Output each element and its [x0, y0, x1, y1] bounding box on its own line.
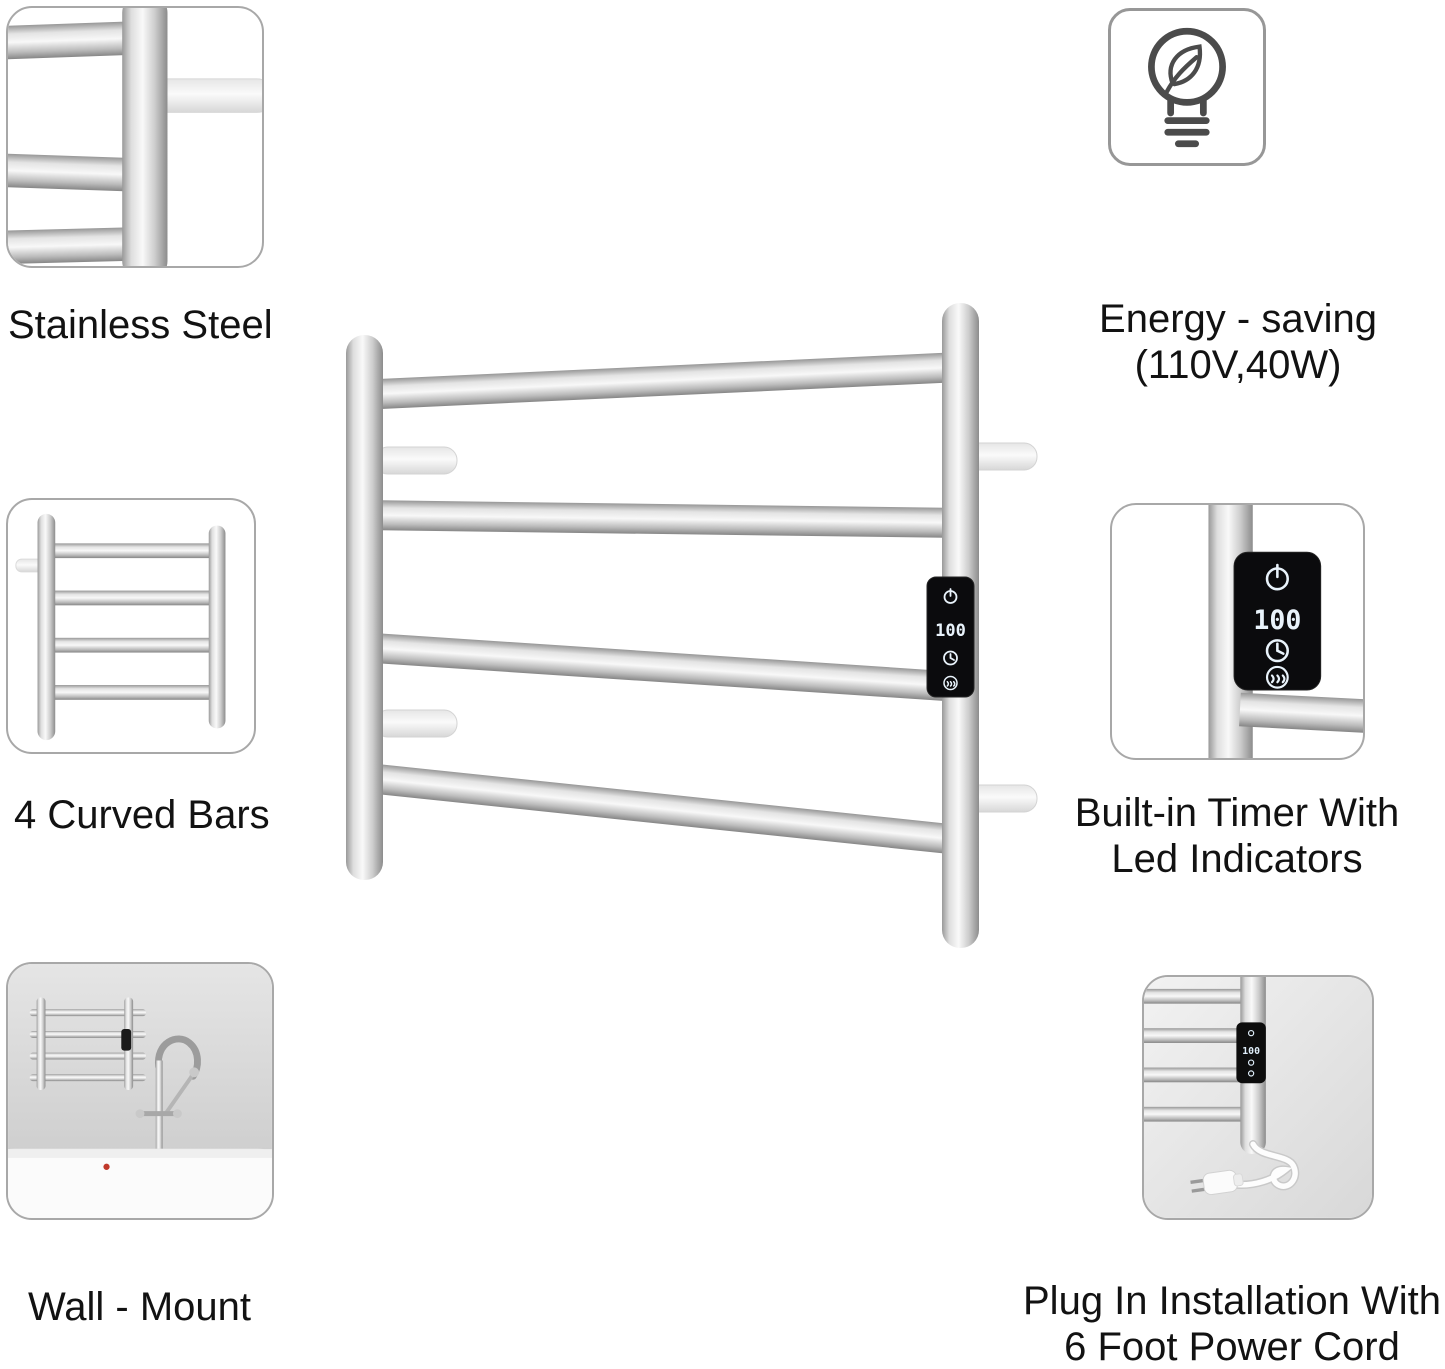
- mini-rack: [15, 513, 226, 741]
- caption-stainless: Stainless Steel: [8, 303, 273, 347]
- steel-post: [122, 8, 168, 266]
- stainless-steel-closeup: [8, 8, 262, 266]
- towel-bars: [356, 351, 965, 856]
- led-display: 100: [935, 621, 966, 641]
- power-icon: [943, 588, 958, 604]
- mini-control-panel: 100: [1236, 1022, 1266, 1084]
- curved-bars-photo: [6, 498, 256, 754]
- caption-timer-line1: Built-in Timer With: [1074, 791, 1400, 835]
- clock-icon: [943, 650, 958, 666]
- power-cord: [1230, 1140, 1300, 1191]
- product-main-image: 100: [330, 295, 1040, 960]
- power-cord-photo: 100: [1142, 975, 1374, 1220]
- caption-plug-line2: 6 Foot Power Cord: [1064, 1325, 1400, 1369]
- control-panel: 100: [1233, 551, 1322, 691]
- caption-energy-line2: (110V,40W): [1134, 343, 1342, 388]
- heat-icon: [1265, 665, 1289, 689]
- bathtub: [8, 1148, 272, 1218]
- caption-energy: Energy - saving (110V,40W): [1068, 296, 1408, 389]
- energy-saving-icon-box: [1108, 8, 1266, 166]
- heat-icon: [943, 675, 958, 691]
- led-display: 100: [1253, 605, 1301, 636]
- overflow-dot: [103, 1163, 110, 1170]
- towel-warmer: 100: [346, 303, 1038, 948]
- led-display: 100: [1242, 1046, 1260, 1057]
- stainless-steel-photo: [6, 6, 264, 268]
- bathroom-scene: [8, 964, 272, 1218]
- power-icon: [1265, 563, 1289, 591]
- caption-curved-bars: 4 Curved Bars: [14, 793, 270, 837]
- caption-wall-mount: Wall - Mount: [28, 1285, 252, 1329]
- plug-scene: 100: [1144, 977, 1372, 1218]
- lightbulb-leaf-icon: [1148, 27, 1226, 148]
- caption-timer: Built-in Timer With Led Indicators: [1022, 790, 1445, 883]
- clock-icon: [1265, 639, 1289, 663]
- wall-rack: [29, 997, 146, 1091]
- leaf-icon: [1168, 44, 1203, 87]
- mini-control-panel: [121, 1028, 132, 1051]
- timer-closeup-photo: 100: [1110, 503, 1365, 760]
- power-plug: [1190, 1169, 1244, 1196]
- wall-mount-photo: [6, 962, 274, 1220]
- bathtub-faucet: [135, 1035, 201, 1157]
- caption-plug-line1: Plug In Installation With: [1023, 1279, 1441, 1323]
- control-panel: 100: [926, 576, 975, 698]
- left-post: [346, 335, 383, 880]
- control-panel-closeup: 100: [1208, 505, 1363, 758]
- caption-plug: Plug In Installation With 6 Foot Power C…: [1018, 1278, 1445, 1369]
- caption-timer-line2: Led Indicators: [1111, 837, 1363, 882]
- caption-energy-line1: Energy - saving: [1099, 297, 1377, 341]
